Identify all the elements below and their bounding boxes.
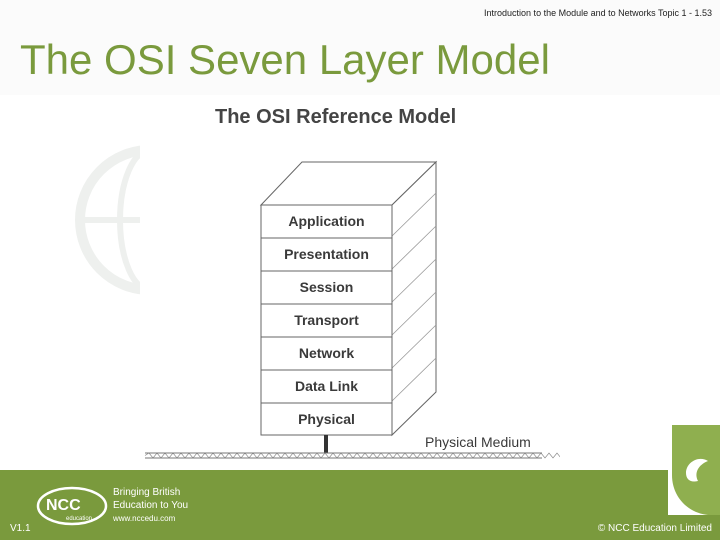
physical-medium-cable: [144, 452, 560, 459]
svg-text:education: education: [66, 516, 92, 522]
ncc-logo: NCC education: [36, 486, 108, 526]
layer-data-link: Data Link: [294, 378, 358, 394]
layer-presentation: Presentation: [284, 246, 369, 262]
layer-network: Network: [298, 345, 355, 361]
slide-title: The OSI Seven Layer Model: [20, 36, 550, 83]
layer-stack-outline: [144, 160, 560, 459]
diagram-title: The OSI Reference Model: [215, 106, 457, 128]
version-label: V1.1: [10, 523, 31, 534]
layer-session: Session: [299, 279, 354, 295]
svg-text:NCC: NCC: [46, 497, 81, 514]
corner-decoration: [668, 425, 720, 515]
tagline-line2: Education to You: [113, 500, 189, 511]
layer-physical: Physical: [298, 411, 355, 427]
tagline-line1: Bringing British: [113, 487, 181, 498]
layer-application: Application: [288, 213, 365, 229]
background-watermark: [75, 145, 225, 295]
website-link[interactable]: www.nccedu.com: [113, 514, 176, 523]
copyright-notice: © NCC Education Limited: [597, 523, 712, 534]
physical-medium-label: Physical Medium: [425, 434, 531, 450]
medium-connector: [324, 435, 328, 453]
course-topic-note: Introduction to the Module and to Networ…: [484, 8, 712, 18]
osi-diagram: The OSI Reference Model: [140, 100, 560, 470]
footer-band: [0, 470, 720, 540]
layer-transport: Transport: [294, 312, 359, 328]
